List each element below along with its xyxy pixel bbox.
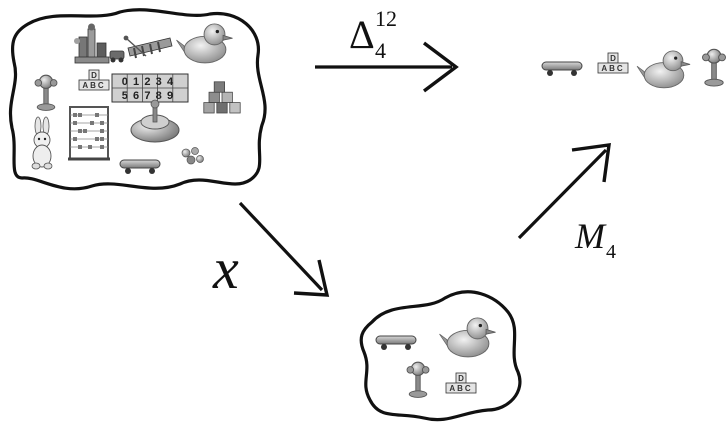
building-blocks-icon	[74, 23, 110, 64]
abc-block-top-label: D	[91, 71, 97, 80]
x-label: x	[212, 236, 239, 301]
m-symbol: M	[574, 216, 607, 256]
abc-block-bottom-label: ABC	[82, 81, 105, 90]
toy-car-icon	[109, 50, 125, 63]
spinning-top-icon	[130, 99, 180, 143]
small-abc-top-label: D	[458, 374, 464, 383]
result-rattle-icon	[701, 48, 727, 87]
arrow-right-label: M 4	[574, 216, 616, 263]
abacus-icon	[68, 106, 110, 161]
small-abc-bottom-label: ABC	[449, 384, 472, 393]
arrow-left	[238, 201, 330, 297]
xylophone-icon	[123, 35, 173, 59]
result-abc-blocks-icon: D ABC	[597, 52, 629, 74]
small-abc-blocks-icon: D ABC	[445, 372, 477, 394]
number-blocks-row-1: 01234	[122, 76, 179, 88]
delta-symbol: Δ	[349, 12, 375, 57]
delta-subscript: 4	[375, 38, 386, 63]
arrow-right	[517, 143, 611, 240]
delta-superscript: 12	[375, 6, 397, 31]
bunny-icon	[31, 116, 53, 170]
beads-icon	[181, 147, 204, 165]
abc-blocks-icon: D ABC	[78, 69, 110, 91]
result-abc-bottom-label: ABC	[601, 64, 624, 73]
number-blocks-row-2: 56789	[122, 90, 179, 102]
m-subscript: 4	[606, 241, 616, 263]
big-cloud: D ABC 01234 56789	[8, 8, 267, 191]
number-blocks-icon: 01234 56789	[111, 73, 189, 103]
result-duck-icon	[636, 50, 691, 89]
arrow-top	[315, 41, 459, 93]
result-row: D ABC	[541, 48, 727, 89]
small-cloud: D ABC	[359, 290, 522, 422]
arrow-top-label: Δ 4 12	[349, 6, 397, 63]
result-abc-top-label: D	[610, 54, 616, 63]
small-cloud-outline	[359, 290, 522, 422]
result-skateboard-icon	[541, 61, 583, 77]
